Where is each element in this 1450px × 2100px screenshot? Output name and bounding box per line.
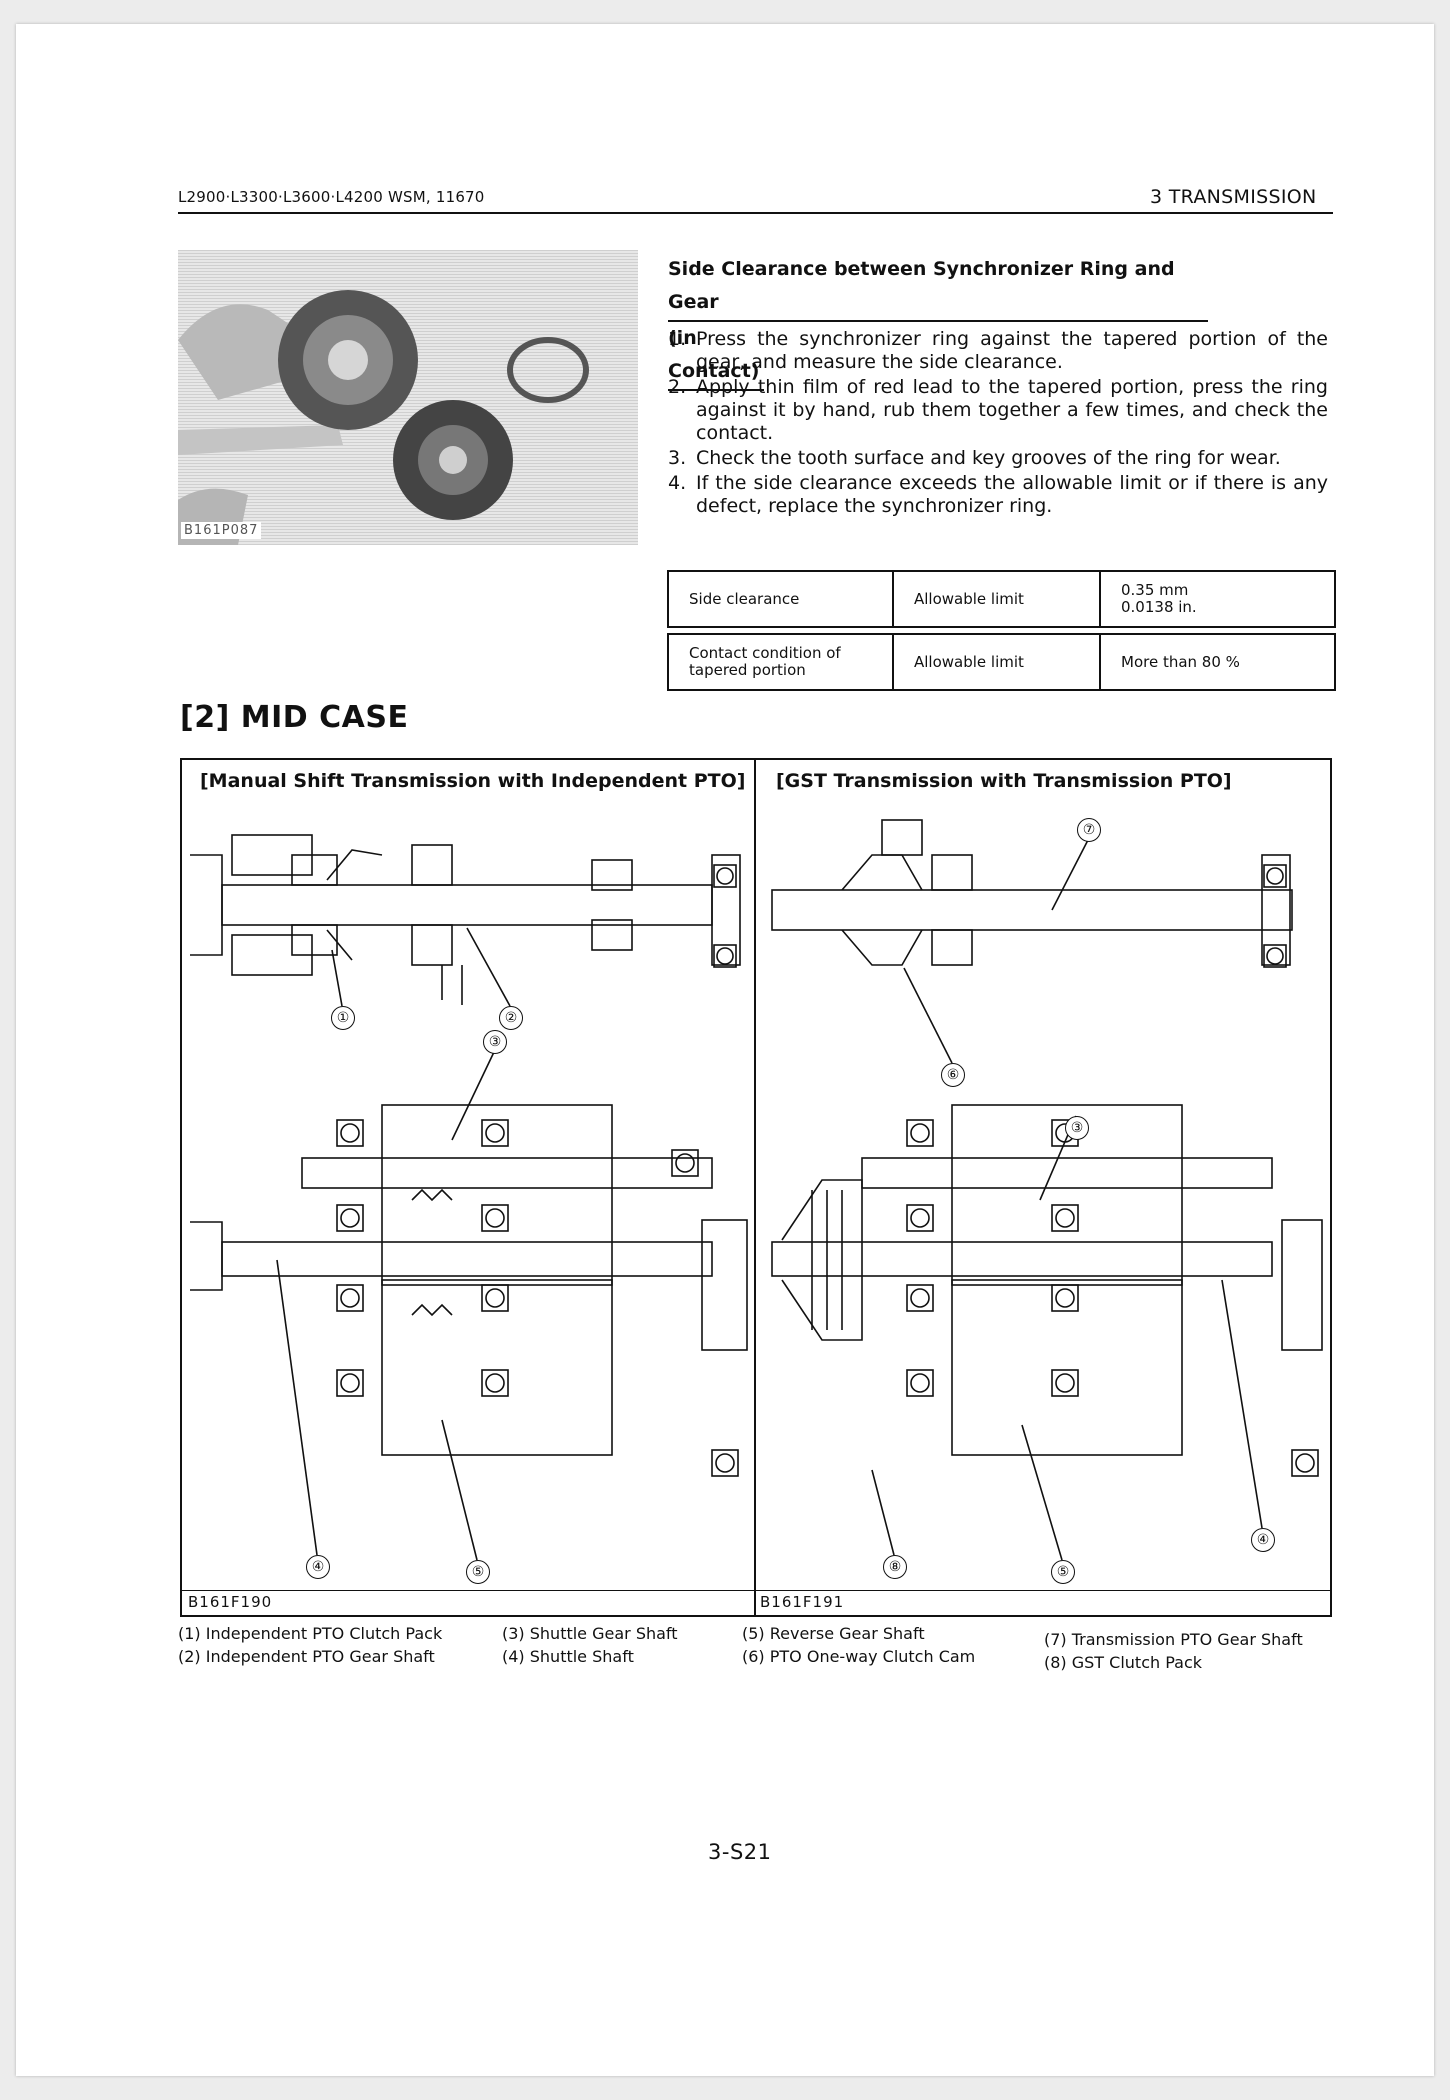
legend-item: (7) Transmission PTO Gear Shaft bbox=[1044, 1630, 1303, 1649]
left-lower-shafts bbox=[190, 1104, 748, 1477]
synchronizer-ring bbox=[507, 337, 589, 403]
section-title-line1: Side Clearance between Synchronizer Ring… bbox=[668, 253, 1208, 322]
spec-value: 0.35 mm 0.0138 in. bbox=[1099, 570, 1336, 628]
legend-item: (3) Shuttle Gear Shaft bbox=[502, 1624, 678, 1643]
legend-item: (1) Independent PTO Clutch Pack bbox=[178, 1624, 443, 1643]
right-lower-shafts bbox=[771, 1104, 1323, 1477]
callout-3: ③ bbox=[483, 1030, 507, 1054]
procedure-steps: 1.Press the synchronizer ring against th… bbox=[668, 328, 1328, 520]
right-leader-lines bbox=[871, 839, 1263, 1561]
panel-divider bbox=[754, 760, 756, 1615]
callout-1: ① bbox=[331, 1006, 355, 1030]
callout-5: ⑤ bbox=[466, 1560, 490, 1584]
step-item: 4.If the side clearance exceeds the allo… bbox=[668, 472, 1328, 517]
header-chapter: 3 TRANSMISSION bbox=[1150, 186, 1317, 208]
spec-item: Contact condition of tapered portion bbox=[667, 633, 894, 691]
mid-case-diagram: [Manual Shift Transmission with Independ… bbox=[180, 758, 1332, 1617]
spec-value: More than 80 % bbox=[1099, 633, 1336, 691]
left-leader-lines bbox=[276, 927, 511, 1561]
callout-4: ④ bbox=[1251, 1528, 1275, 1552]
section-title-line2: (in Contact) bbox=[668, 322, 764, 391]
legend-item: (4) Shuttle Shaft bbox=[502, 1647, 634, 1666]
page-number: 3-S21 bbox=[708, 1840, 772, 1864]
step-item: 3.Check the tooth surface and key groove… bbox=[668, 447, 1281, 469]
callout-2: ② bbox=[499, 1006, 523, 1030]
header-model-ref: L2900·L3300·L3600·L4200 WSM, 11670 bbox=[178, 188, 485, 206]
legend-column: (7) Transmission PTO Gear Shaft (8) GST … bbox=[1044, 1628, 1303, 1674]
left-upper-shaft bbox=[190, 834, 741, 1005]
left-panel-title: [Manual Shift Transmission with Independ… bbox=[200, 770, 746, 792]
left-code-rule bbox=[182, 1590, 754, 1591]
legend-column: (5) Reverse Gear Shaft (6) PTO One-way C… bbox=[742, 1622, 975, 1668]
step-item: 2.Apply thin film of red lead to the tap… bbox=[668, 376, 1328, 444]
right-panel-title: [GST Transmission with Transmission PTO] bbox=[776, 770, 1232, 792]
callout-7: ⑦ bbox=[1077, 818, 1101, 842]
legend-item: (5) Reverse Gear Shaft bbox=[742, 1624, 925, 1643]
photo-code: B161P087 bbox=[181, 522, 262, 539]
right-code-rule bbox=[756, 1590, 1330, 1591]
right-figure-code: B161F191 bbox=[760, 1593, 845, 1611]
mid-case-heading: [2] MID CASE bbox=[180, 700, 409, 735]
photo-illustration bbox=[178, 290, 589, 545]
callout-4: ④ bbox=[306, 1555, 330, 1579]
callout-5: ⑤ bbox=[1051, 1560, 1075, 1584]
spec-table-side-clearance: Side clearance Allowable limit 0.35 mm 0… bbox=[667, 570, 1336, 628]
synchronizer-photo: B161P087 bbox=[178, 250, 638, 545]
spec-table-contact-condition: Contact condition of tapered portion All… bbox=[667, 633, 1336, 691]
spec-limit-type: Allowable limit bbox=[892, 570, 1101, 628]
section-title: Side Clearance between Synchronizer Ring… bbox=[668, 253, 1208, 391]
spec-item: Side clearance bbox=[667, 570, 894, 628]
legend-column: (3) Shuttle Gear Shaft (4) Shuttle Shaft bbox=[502, 1622, 678, 1668]
callout-3: ③ bbox=[1065, 1116, 1089, 1140]
legend-item: (8) GST Clutch Pack bbox=[1044, 1653, 1203, 1672]
legend-column: (1) Independent PTO Clutch Pack (2) Inde… bbox=[178, 1622, 442, 1668]
feeler-gauge bbox=[178, 425, 343, 455]
right-upper-shaft bbox=[771, 819, 1293, 968]
left-figure-code: B161F190 bbox=[188, 1593, 273, 1611]
callout-6: ⑥ bbox=[941, 1063, 965, 1087]
legend-item: (6) PTO One-way Clutch Cam bbox=[742, 1647, 976, 1666]
legend-item: (2) Independent PTO Gear Shaft bbox=[178, 1647, 435, 1666]
step-item: 1.Press the synchronizer ring against th… bbox=[668, 328, 1328, 373]
spec-limit-type: Allowable limit bbox=[892, 633, 1101, 691]
callout-8: ⑧ bbox=[883, 1555, 907, 1579]
transmission-cross-sections bbox=[190, 819, 1323, 1561]
header-rule bbox=[178, 212, 1333, 214]
